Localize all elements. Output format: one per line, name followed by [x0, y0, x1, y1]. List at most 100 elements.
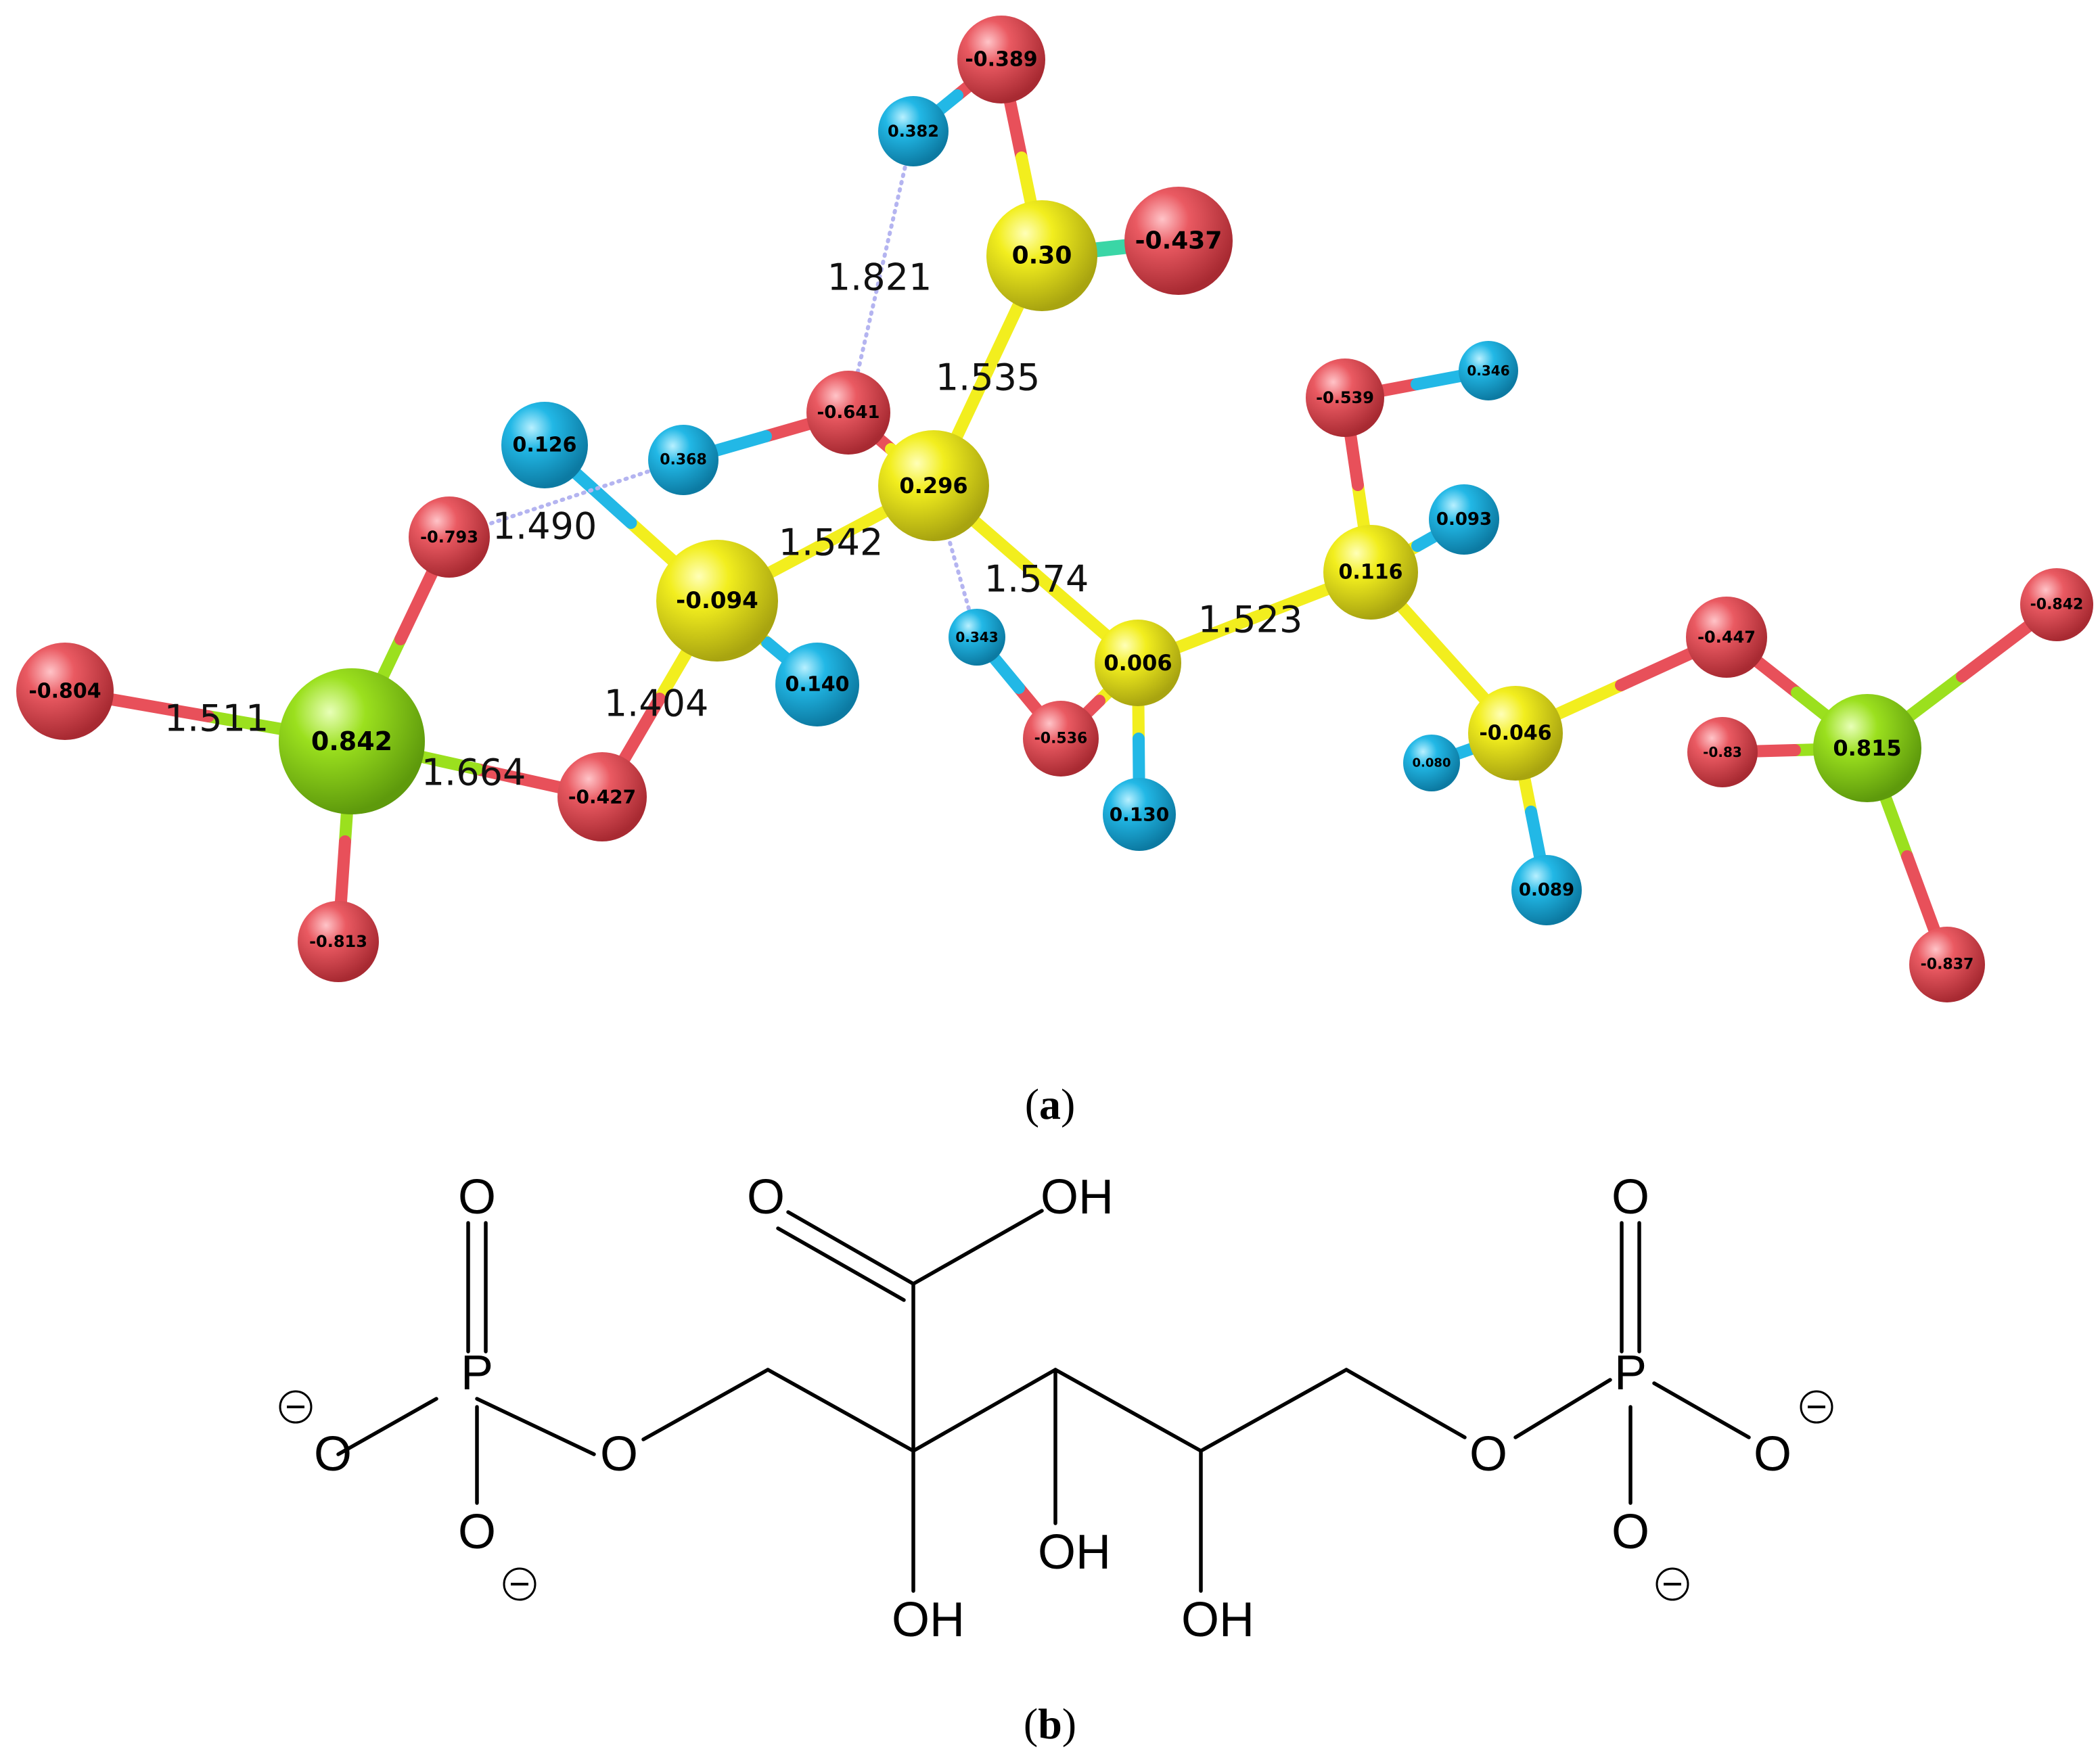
atom-charge-label: 0.080 [1413, 756, 1451, 770]
atom-oxygen: -0.804 [16, 643, 114, 740]
oxygen-sphere [298, 901, 379, 982]
label-left-anionic-oxygen-1: O [314, 1427, 352, 1481]
label-left-ester-oxygen: O [600, 1427, 638, 1481]
label-right-ester-oxygen: O [1469, 1427, 1507, 1481]
label-right-phosphoryl-oxygen: O [1612, 1170, 1649, 1224]
bond-label-3: 1.490 [493, 505, 597, 548]
negative-charge-icon [279, 1390, 313, 1424]
oxygen-sphere [957, 16, 1045, 103]
bond-label-2: 1.535 [936, 356, 1041, 399]
atom-charge-label: 0.089 [1519, 880, 1574, 900]
atom-charge-label: -0.447 [1697, 628, 1756, 647]
atom-carbon: 0.006 [1095, 620, 1181, 706]
atom-charge-label: -0.793 [420, 528, 478, 547]
svg-text:(b): (b) [1024, 1700, 1076, 1748]
atom-charge-label: 0.126 [513, 434, 577, 457]
atom-hydrogen: 0.089 [1511, 855, 1582, 925]
hydrogen-sphere [949, 609, 1005, 666]
bond-label-5: 1.574 [984, 558, 1089, 601]
atom-charge-label: 0.343 [955, 629, 998, 645]
hydrogen-sphere [775, 643, 859, 726]
negative-charge-icon [503, 1567, 537, 1601]
label-left-phosphoryl-oxygen: O [458, 1170, 496, 1224]
label-hydroxyl-c2: OH [892, 1593, 965, 1647]
hydrogen-sphere [648, 425, 718, 495]
atom-phosphorus: 0.842 [279, 668, 425, 814]
panel-letter-a: a [1039, 1080, 1061, 1128]
panel-label-a: (a) [1025, 1080, 1076, 1128]
phosphorus-sphere [1813, 694, 1921, 802]
label-carbonyl-oxygen: O [747, 1170, 785, 1224]
svg-text:(a): (a) [1025, 1080, 1076, 1128]
atom-charge-label: -0.536 [1034, 731, 1088, 747]
hydrogen-bond-layer [447, 129, 979, 639]
oxygen-sphere [557, 752, 647, 841]
atom-charge-label: 0.382 [888, 122, 939, 141]
label-right-anionic-oxygen-1: O [1754, 1427, 1791, 1481]
bond-label-8: 1.404 [604, 682, 709, 725]
bond-label-9: 1.664 [421, 751, 526, 794]
oxygen-sphere [1306, 358, 1384, 437]
oxygen-sphere [16, 643, 114, 740]
carbon-sphere [1095, 620, 1181, 706]
oxygen-sphere [1686, 597, 1767, 678]
oxygen-sphere [2020, 568, 2093, 641]
hydrogen-sphere [501, 402, 588, 488]
atom-phosphorus: 0.815 [1813, 694, 1921, 802]
oxygen-sphere [1687, 717, 1758, 787]
atom-charge-label: -0.837 [1921, 956, 1974, 973]
atom-charge-label: 0.842 [311, 726, 392, 756]
atom-charge-label: -0.539 [1316, 388, 1374, 407]
bond-label-7: 1.511 [164, 697, 269, 740]
oxygen-sphere [1023, 701, 1099, 777]
atom-charge-label: 0.346 [1467, 363, 1509, 379]
atom-oxygen: -0.837 [1909, 927, 1985, 1002]
atom-carbon: -0.046 [1468, 686, 1563, 781]
atom-hydrogen: 0.368 [648, 425, 718, 495]
atom-hydrogen: 0.346 [1459, 341, 1518, 400]
label-right-anionic-oxygen-2: O [1612, 1505, 1649, 1559]
atom-charge-label: 0.296 [899, 473, 967, 499]
panel-label-b: (b) [1024, 1700, 1076, 1748]
negative-charge-icon [1656, 1567, 1689, 1601]
carbon-sphere [878, 430, 989, 541]
oxygen-sphere [409, 496, 490, 578]
atom-carbon: 0.116 [1323, 525, 1418, 620]
label-hydroxyl-c3: OH [1038, 1525, 1111, 1579]
atom-oxygen: -0.447 [1686, 597, 1767, 678]
atom-oxygen: -0.437 [1124, 187, 1233, 295]
panel-letter-b: b [1038, 1700, 1062, 1748]
hydrogen-sphere [1429, 484, 1499, 555]
skeletal-structure: O OH O P O O O OH OH OH O P O O O [279, 1170, 1833, 1647]
hydrogen-bond-dotted [846, 129, 915, 415]
hydrogen-sphere [1511, 855, 1582, 925]
atom-carbon: -0.094 [656, 540, 778, 662]
negative-charge-icon [1800, 1390, 1833, 1424]
bond-label-6: 1.523 [1198, 599, 1303, 641]
atom-layer: -0.389 0.382 0.30 -0.437 -0.641 0.368 0.126 0.2… [16, 16, 2093, 1002]
carbon-sphere [986, 200, 1097, 311]
atom-charge-label: 0.006 [1103, 650, 1172, 676]
atom-charge-label: 0.815 [1833, 735, 1901, 761]
bond-label-1: 1.821 [827, 256, 932, 299]
atom-charge-label: -0.389 [965, 48, 1037, 72]
atom-charge-label: -0.427 [568, 786, 636, 808]
atom-oxygen: -0.389 [957, 16, 1045, 103]
atom-hydrogen: 0.382 [878, 96, 949, 166]
atom-hydrogen: 0.126 [501, 402, 588, 488]
label-hydroxyl-c4: OH [1181, 1593, 1254, 1647]
atom-oxygen: -0.539 [1306, 358, 1384, 437]
hydrogen-sphere [1103, 778, 1176, 851]
atom-oxygen: -0.427 [557, 752, 647, 841]
hydrogen-sphere [1403, 735, 1460, 791]
atom-carbon: 0.30 [986, 200, 1097, 311]
atom-charge-label: 0.30 [1012, 242, 1072, 270]
phosphorus-sphere [279, 668, 425, 814]
hydrogen-sphere [1459, 341, 1518, 400]
atom-oxygen: -0.641 [806, 371, 890, 455]
atom-charge-label: -0.804 [28, 680, 101, 703]
label-left-phosphorus: P [461, 1346, 493, 1400]
atom-hydrogen: 0.130 [1103, 778, 1176, 851]
atom-charge-label: 0.368 [660, 452, 707, 469]
